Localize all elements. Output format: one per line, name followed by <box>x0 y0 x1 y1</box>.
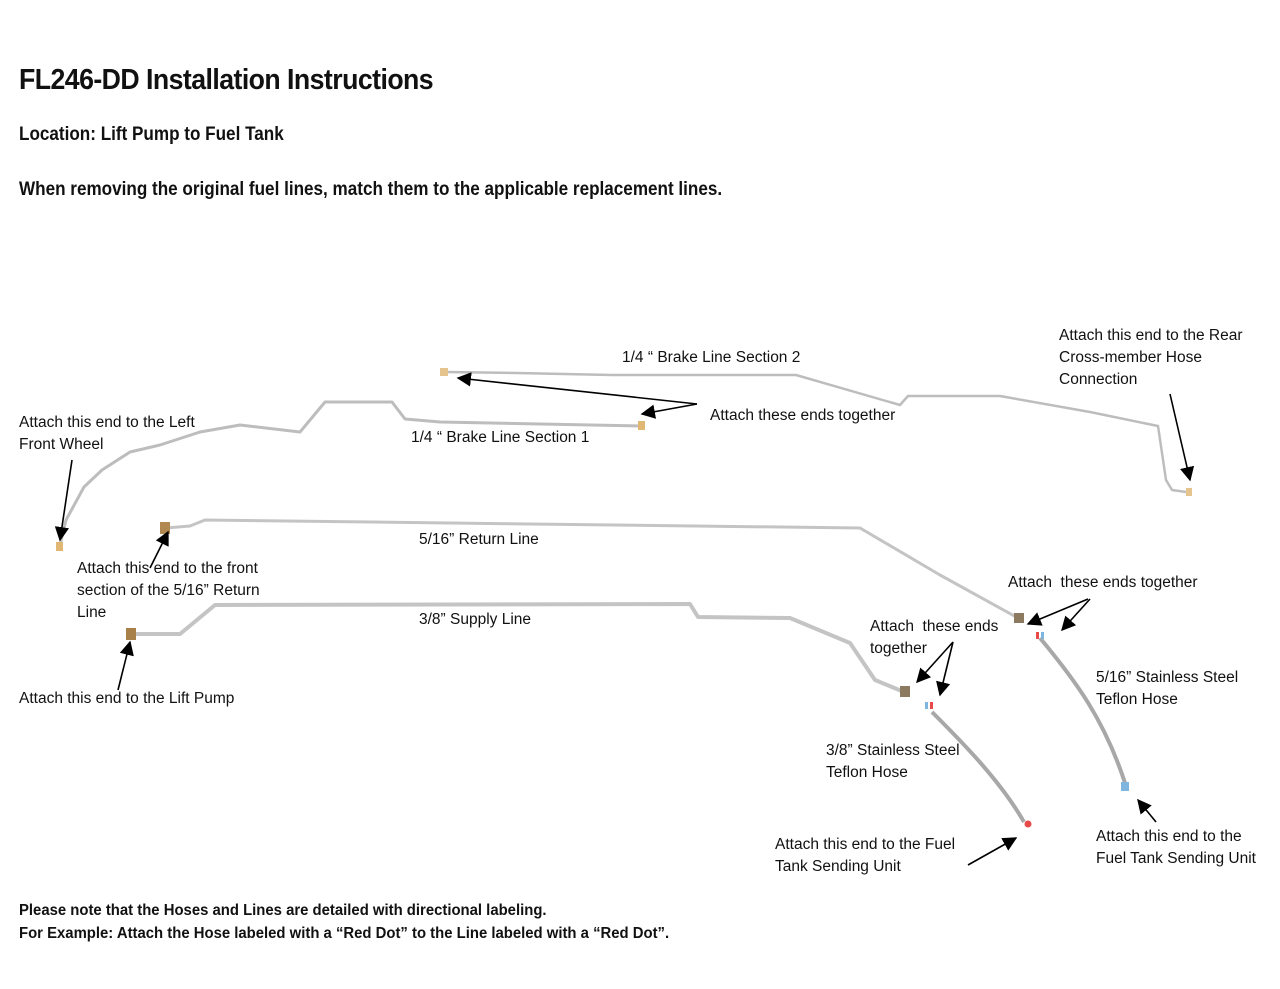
arrow-return-join-to-line <box>1026 598 1089 626</box>
callout-line: Attach these ends <box>870 618 999 635</box>
hose-516-stainless <box>1036 632 1129 791</box>
callout-lift-pump: Attach this end to the Lift Pump <box>19 690 235 707</box>
callout-left-front-wheel: Attach this end to the Left Front Wheel <box>19 412 195 456</box>
callout-return-join: Attach these ends together <box>1008 574 1198 591</box>
return-line-front-fitting <box>160 522 170 534</box>
brake-line-section-1 <box>56 400 645 551</box>
footer-note-1: Please note that the Hoses and Lines are… <box>19 902 547 919</box>
callout-line: together <box>870 640 927 657</box>
brake-line-2-front-fitting <box>440 368 448 376</box>
callout-rear-crossmember: Attach this end to the Rear Cross-member… <box>1059 325 1243 391</box>
location-subtitle: Location: Lift Pump to Fuel Tank <box>19 124 284 145</box>
label-line: 5/16” Stainless Steel <box>1096 669 1239 686</box>
label-supply-line: 3/8” Supply Line <box>419 611 532 628</box>
arrow-brake-join-to-section-2 <box>456 372 698 405</box>
label-return-line: 5/16” Return Line <box>419 531 539 548</box>
arrow-rear-crossmember <box>1169 393 1195 482</box>
callout-return-front: Attach this end to the front section of … <box>77 558 260 624</box>
callout-line: Connection <box>1059 371 1138 388</box>
red-dot-marker <box>930 702 933 709</box>
callout-line: Line <box>77 604 107 621</box>
callout-line: Fuel Tank Sending Unit <box>1096 850 1256 867</box>
arrow-tank-unit-38 <box>967 837 1018 866</box>
callout-tank-unit-38: Attach this end to the Fuel Tank Sending… <box>775 834 955 878</box>
arrow-left-front-wheel <box>54 459 73 542</box>
instruction-text: When removing the original fuel lines, m… <box>19 179 723 200</box>
hose-516-tank-fitting <box>1121 782 1129 791</box>
brake-line-1-wheel-fitting <box>56 542 63 551</box>
callout-arrows <box>54 372 1195 866</box>
footer-note-2: For Example: Attach the Hose labeled wit… <box>19 925 670 942</box>
label-hose-516: 5/16” Stainless Steel Teflon Hose <box>1096 667 1238 711</box>
blue-dot-marker <box>925 702 928 709</box>
label-brake-line-section-1: 1/4 “ Brake Line Section 1 <box>411 429 590 446</box>
callout-line: Attach this end to the <box>1096 828 1242 845</box>
brake-line-section-2 <box>440 368 1192 496</box>
callout-tank-unit-516: Attach this end to the Fuel Tank Sending… <box>1096 826 1256 870</box>
callout-line: Tank Sending Unit <box>775 858 901 875</box>
arrow-brake-join-to-section-1 <box>640 403 698 419</box>
arrow-return-join-to-hose <box>1061 598 1091 632</box>
return-line-rear-fitting <box>1014 613 1024 623</box>
callout-line: Attach this end to the Rear <box>1059 327 1243 344</box>
label-line: Teflon Hose <box>1096 691 1178 708</box>
callout-line: Attach this end to the Left <box>19 414 195 431</box>
supply-line <box>126 602 910 697</box>
return-line <box>160 518 1024 623</box>
callout-line: Front Wheel <box>19 436 104 453</box>
callout-supply-join: Attach these ends together <box>870 616 998 660</box>
arrow-tank-unit-516 <box>1137 798 1157 823</box>
callout-line: section of the 5/16” Return <box>77 582 260 599</box>
arrow-return-front <box>149 530 169 569</box>
callout-line: Attach this end to the Fuel <box>775 836 956 853</box>
brake-line-1-join-fitting <box>638 421 645 430</box>
page-title: FL246-DD Installation Instructions <box>19 64 434 96</box>
arrow-supply-join-to-line <box>916 641 954 684</box>
label-brake-line-section-2: 1/4 “ Brake Line Section 2 <box>622 349 801 366</box>
callout-line: Cross-member Hose <box>1059 349 1202 366</box>
label-hose-38: 3/8” Stainless Steel Teflon Hose <box>826 740 960 784</box>
label-line: Teflon Hose <box>826 764 908 781</box>
callout-line: Attach this end to the front <box>77 560 258 577</box>
arrow-lift-pump <box>117 640 134 691</box>
callout-brake-join: Attach these ends together <box>710 407 896 424</box>
hose-38-tank-red-dot <box>1024 820 1032 828</box>
arrow-supply-join-to-hose <box>936 641 954 697</box>
blue-dot-marker <box>1041 632 1044 639</box>
label-line: 3/8” Stainless Steel <box>826 742 960 759</box>
red-dot-marker <box>1036 632 1039 639</box>
hose-38-stainless <box>925 702 1032 828</box>
supply-line-rear-fitting <box>900 686 910 697</box>
supply-line-front-fitting <box>126 628 136 640</box>
brake-line-2-rear-fitting <box>1186 488 1192 496</box>
